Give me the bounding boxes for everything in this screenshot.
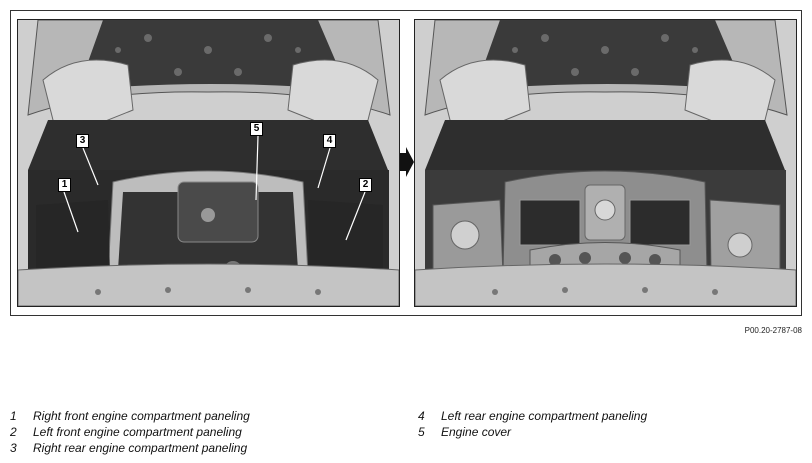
legend-item: 2 Left front engine compartment paneling xyxy=(10,424,250,440)
legend-item: 5 Engine cover xyxy=(418,424,647,440)
callout-3: 3 xyxy=(76,134,89,148)
callout-2: 2 xyxy=(359,178,372,192)
callout-4: 4 xyxy=(323,134,336,148)
callout-1: 1 xyxy=(58,178,71,192)
legend-item-text: Left rear engine compartment paneling xyxy=(441,409,648,423)
legend-item: 1 Right front engine compartment panelin… xyxy=(10,408,250,424)
legend-item: 3 Right rear engine compartment paneling xyxy=(10,440,250,456)
engine-without-covers-image xyxy=(414,19,797,307)
legend-item-number: 2 xyxy=(10,425,17,439)
legend-item-number: 4 xyxy=(418,409,425,423)
legend-item-text: Right rear engine compartment paneling xyxy=(33,441,248,455)
arrow-right-icon xyxy=(400,147,414,177)
callout-5: 5 xyxy=(250,122,263,136)
legend-left-column: 1 Right front engine compartment panelin… xyxy=(10,408,250,456)
legend-item: 4 Left rear engine compartment paneling xyxy=(418,408,647,424)
legend-item-text: Left front engine compartment paneling xyxy=(33,425,242,439)
legend-item-number: 1 xyxy=(10,409,17,423)
engine-with-covers-image: 1 2 3 4 5 xyxy=(17,19,400,307)
legend-item-number: 3 xyxy=(10,441,17,455)
figure-reference-code: P00.20-2787-08 xyxy=(744,326,802,335)
legend-item-text: Engine cover xyxy=(441,425,512,439)
legend-right-column: 4 Left rear engine compartment paneling … xyxy=(418,408,647,440)
figure-frame: 1 2 3 4 5 xyxy=(10,10,802,316)
legend-item-number: 5 xyxy=(418,425,425,439)
legend-item-text: Right front engine compartment paneling xyxy=(33,409,250,423)
